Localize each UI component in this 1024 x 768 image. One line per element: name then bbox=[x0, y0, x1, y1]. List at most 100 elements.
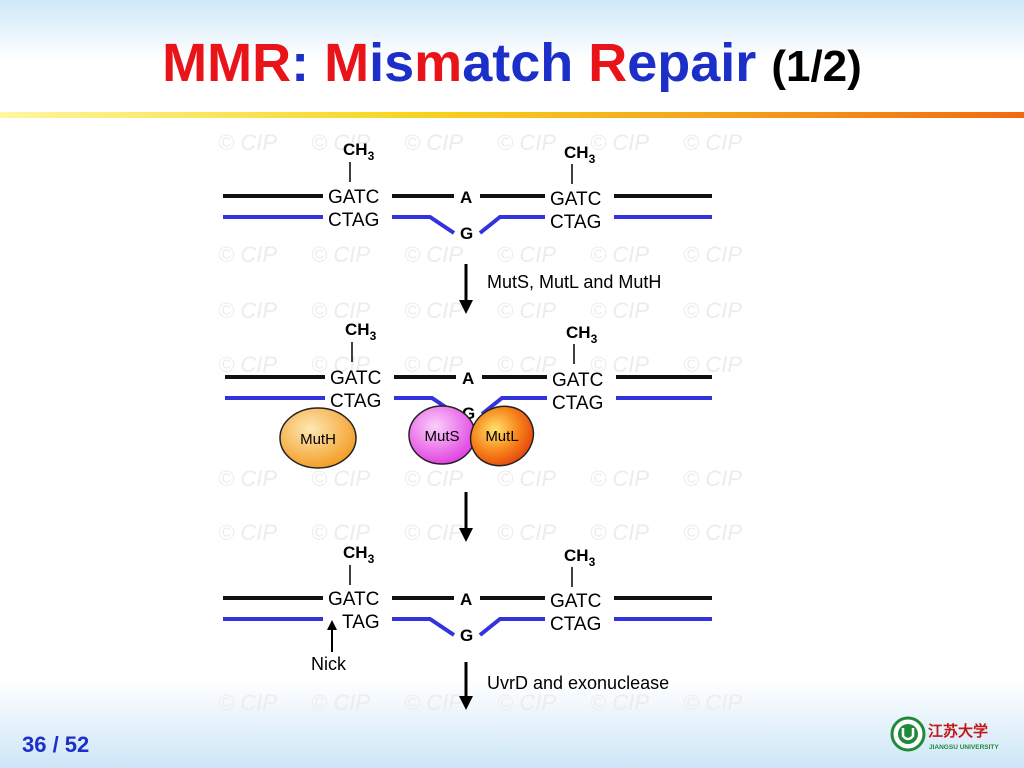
watermark-text: © CIP bbox=[683, 520, 742, 545]
methyl-group: CH3 bbox=[564, 546, 596, 569]
watermark-text: © CIP bbox=[497, 690, 556, 715]
gatc-sequence: GATC bbox=[328, 589, 379, 610]
title-letter: is bbox=[369, 33, 415, 93]
new-strand bbox=[478, 617, 545, 637]
watermark-text: © CIP bbox=[683, 690, 742, 715]
watermark-text: © CIP bbox=[683, 298, 742, 323]
step-arrow bbox=[459, 264, 473, 314]
muth-label: MutH bbox=[300, 431, 336, 448]
watermark-text: © CIP bbox=[311, 242, 370, 267]
slide-title: MMR: Mismatch Repair (1/2) bbox=[0, 28, 1024, 102]
watermark-text: © CIP bbox=[590, 520, 649, 545]
watermark-text: © CIP bbox=[590, 130, 649, 155]
title-letter: atch bbox=[462, 33, 589, 93]
watermark-text: © CIP bbox=[311, 130, 370, 155]
gatc-sequence: GATC bbox=[330, 368, 381, 389]
mutl-protein bbox=[469, 405, 535, 467]
step-arrow bbox=[459, 492, 473, 542]
watermark-text: © CIP bbox=[311, 690, 370, 715]
new-strand bbox=[392, 215, 456, 235]
watermark-text: © CIP bbox=[497, 130, 556, 155]
methyl-group: CH3 bbox=[566, 323, 598, 346]
watermark-text: © CIP bbox=[404, 520, 463, 545]
watermark-text: © CIP bbox=[683, 242, 742, 267]
gatc-sequence: GATC bbox=[328, 187, 379, 208]
title-letter: R bbox=[588, 33, 628, 93]
page-number: 36 / 52 bbox=[22, 732, 90, 757]
title-letter: M bbox=[162, 33, 208, 93]
watermark-text: © CIP bbox=[311, 466, 370, 491]
watermark-text: © CIP bbox=[590, 466, 649, 491]
step-arrow bbox=[459, 662, 473, 710]
ctag-sequence: CTAG bbox=[552, 393, 603, 414]
new-strand bbox=[480, 396, 547, 416]
ctag-sequence: CTAG bbox=[328, 210, 379, 231]
title-letter: M bbox=[324, 33, 370, 93]
watermark-text: © CIP bbox=[590, 352, 649, 377]
methyl-group: CH3 bbox=[343, 543, 375, 566]
watermark-text: © CIP bbox=[404, 690, 463, 715]
watermark: © CIP © CIP © CIP © CIP © CIP © CIP © CI… bbox=[218, 130, 742, 715]
watermark-text: © CIP bbox=[590, 690, 649, 715]
base-g: G bbox=[460, 626, 473, 645]
gatc-sequence: GATC bbox=[552, 370, 603, 391]
base-a: A bbox=[462, 369, 474, 388]
muth-protein bbox=[279, 407, 357, 469]
watermark-text: © CIP bbox=[497, 520, 556, 545]
watermark-text: © CIP bbox=[497, 242, 556, 267]
watermark-text: © CIP bbox=[311, 352, 370, 377]
base-g: G bbox=[460, 224, 473, 243]
watermark-text: © CIP bbox=[404, 130, 463, 155]
title-letter: R bbox=[252, 33, 292, 93]
mutl-label: MutL bbox=[485, 428, 518, 445]
tag-sequence: TAG bbox=[342, 612, 380, 633]
watermark-text: © CIP bbox=[404, 466, 463, 491]
base-a: A bbox=[460, 590, 472, 609]
watermark-text: © CIP bbox=[590, 298, 649, 323]
watermark-text: © CIP bbox=[218, 466, 277, 491]
watermark-text: © CIP bbox=[218, 242, 277, 267]
watermark-text: © CIP bbox=[218, 130, 277, 155]
title-underline bbox=[0, 112, 1024, 118]
watermark-text: © CIP bbox=[218, 298, 277, 323]
panel-protein-binding: CH3 CH3 GATC CTAG GATC CTAG A G MutH Mut… bbox=[225, 320, 712, 469]
ctag-sequence: CTAG bbox=[550, 614, 601, 635]
watermark-text: © CIP bbox=[218, 352, 277, 377]
gatc-sequence: GATC bbox=[550, 189, 601, 210]
ctag-sequence: CTAG bbox=[550, 212, 601, 233]
watermark-text: © CIP bbox=[683, 466, 742, 491]
methyl-group: CH3 bbox=[343, 140, 375, 163]
new-strand bbox=[478, 215, 545, 235]
title-letter: : bbox=[291, 33, 325, 93]
ctag-sequence: CTAG bbox=[330, 391, 381, 412]
gatc-sequence: GATC bbox=[550, 591, 601, 612]
watermark-text: © CIP bbox=[311, 520, 370, 545]
title-letter: M bbox=[207, 33, 253, 93]
watermark-text: © CIP bbox=[311, 298, 370, 323]
title-letter: epair bbox=[627, 33, 757, 93]
university-logo: 江苏大学 JIANGSU UNIVERSITY bbox=[890, 716, 999, 752]
watermark-text: © CIP bbox=[404, 352, 463, 377]
panel-nick: CH3 CH3 GATC TAG GATC CTAG A G Nick bbox=[223, 543, 712, 674]
muts-label: MutS bbox=[424, 428, 459, 445]
watermark-text: © CIP bbox=[590, 242, 649, 267]
step-label-uvrd: UvrD and exonuclease bbox=[487, 673, 669, 693]
methyl-group: CH3 bbox=[564, 143, 596, 166]
new-strand bbox=[392, 617, 456, 637]
title-letter: m bbox=[414, 33, 463, 93]
logo-text: 江苏大学 bbox=[928, 722, 988, 740]
title-part-number: (1/2) bbox=[771, 42, 862, 91]
watermark-text: © CIP bbox=[683, 130, 742, 155]
base-a: A bbox=[460, 188, 472, 207]
watermark-text: © CIP bbox=[218, 520, 277, 545]
watermark-text: © CIP bbox=[683, 352, 742, 377]
panel-mismatch: CH3 CH3 GATC CTAG GATC CTAG A G bbox=[223, 140, 712, 243]
logo-subtext: JIANGSU UNIVERSITY bbox=[929, 744, 999, 751]
watermark-text: © CIP bbox=[497, 298, 556, 323]
nick-label: Nick bbox=[311, 654, 347, 674]
methyl-group: CH3 bbox=[345, 320, 377, 343]
watermark-text: © CIP bbox=[218, 690, 277, 715]
watermark-text: © CIP bbox=[404, 298, 463, 323]
step-label-mut-proteins: MutS, MutL and MutH bbox=[487, 272, 661, 292]
